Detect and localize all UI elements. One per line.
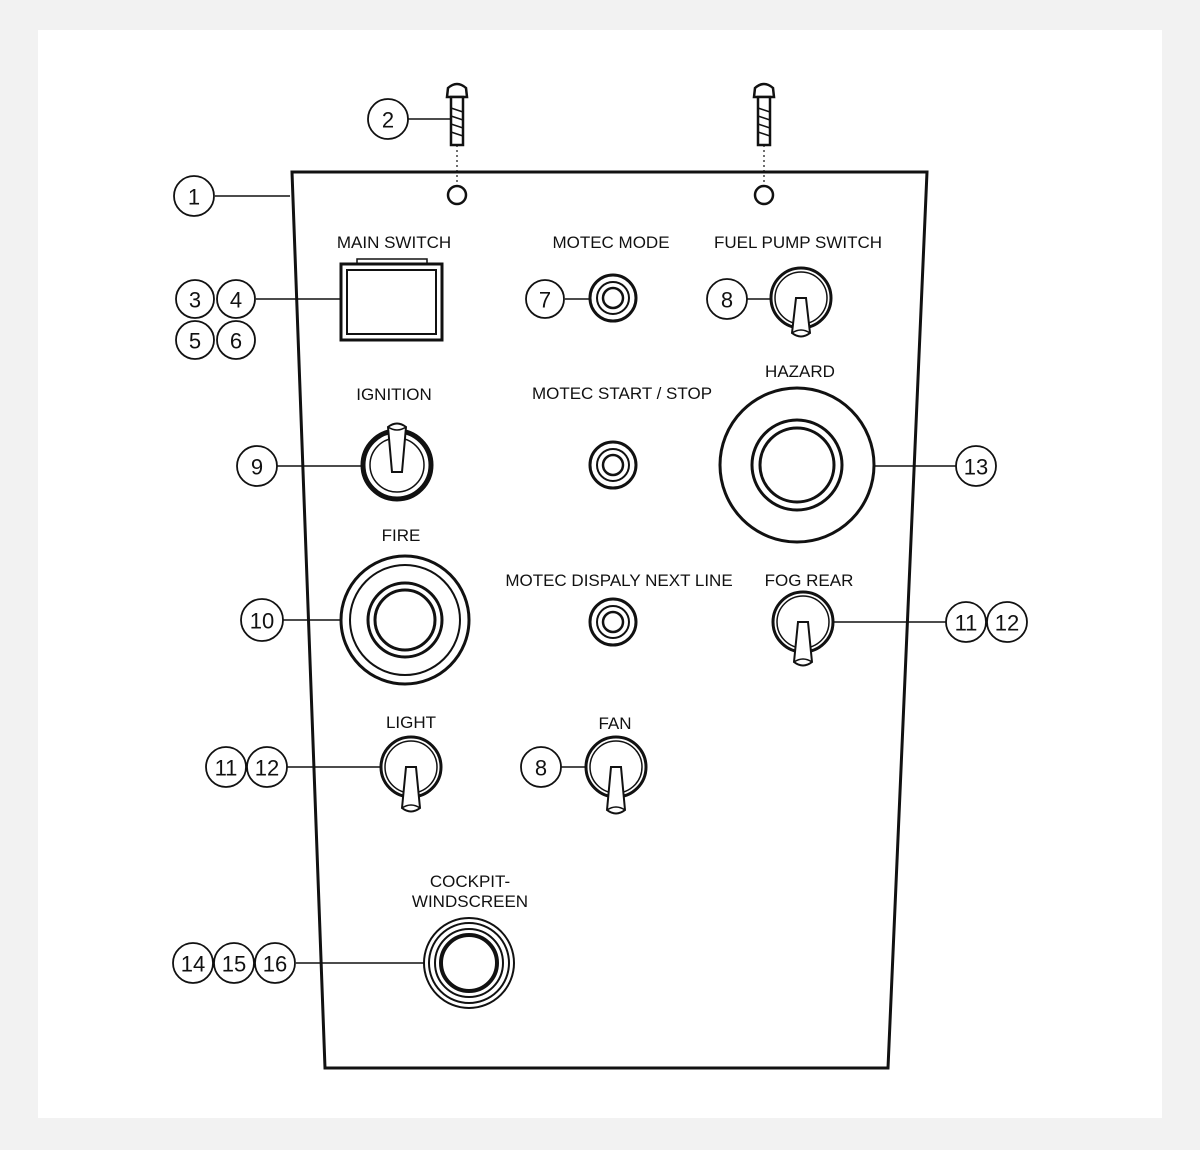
callout-bubbles	[172, 98, 1028, 984]
callout-5: 5	[189, 329, 201, 354]
panel-outline	[290, 170, 929, 1070]
cockpit-windscreen-button	[423, 917, 515, 1009]
motec-start-stop-button	[588, 440, 638, 490]
leader-lines	[215, 118, 956, 964]
callout-7: 7	[539, 288, 551, 313]
callout-8-fuel-pump: 8	[721, 288, 733, 313]
label-fog-rear: FOG REAR	[765, 571, 854, 590]
motec-display-next-line-button	[588, 597, 638, 647]
callout-4: 4	[230, 288, 242, 313]
callout-6: 6	[230, 329, 242, 354]
callout-2: 2	[382, 108, 394, 133]
callout-13: 13	[964, 455, 988, 480]
callout-11-fog-rear: 11	[955, 611, 978, 636]
screw-left	[445, 82, 469, 206]
label-main-switch: MAIN SWITCH	[337, 233, 451, 252]
callout-8-fan: 8	[535, 756, 547, 781]
callout-14: 14	[181, 952, 205, 977]
callout-9: 9	[251, 455, 263, 480]
callout-10: 10	[250, 609, 274, 634]
label-motec-start-stop: MOTEC START / STOP	[532, 384, 712, 403]
label-ignition: IGNITION	[356, 385, 432, 404]
label-cockpit-windscreen-line2: WINDSCREEN	[412, 892, 528, 911]
label-cockpit-windscreen-line1: COCKPIT-	[430, 872, 510, 891]
callout-11-light: 11	[215, 756, 238, 781]
fan-toggle-switch	[584, 735, 648, 815]
label-motec-display-next-line: MOTEC DISPALY NEXT LINE	[505, 571, 732, 590]
fuel-pump-toggle-switch	[769, 266, 833, 338]
hazard-button	[718, 386, 876, 544]
label-hazard: HAZARD	[765, 362, 835, 381]
label-fire: FIRE	[382, 526, 421, 545]
ignition-toggle-switch	[360, 422, 434, 502]
callout-3: 3	[189, 288, 201, 313]
label-fuel-pump-switch: FUEL PUMP SWITCH	[714, 233, 882, 252]
main-switch	[339, 258, 444, 342]
motec-mode-button	[588, 273, 638, 323]
label-fan: FAN	[598, 714, 631, 733]
fire-button	[339, 554, 471, 686]
fog-rear-toggle-switch	[771, 590, 835, 667]
label-motec-mode: MOTEC MODE	[552, 233, 669, 252]
callout-12-light: 12	[255, 756, 279, 781]
screw-right	[752, 82, 776, 206]
callout-1: 1	[188, 185, 200, 210]
label-light: LIGHT	[386, 713, 436, 732]
light-toggle-switch	[379, 735, 443, 813]
callout-12-fog-rear: 12	[995, 611, 1019, 636]
callout-16: 16	[263, 952, 287, 977]
diagram-sheet	[38, 30, 1162, 1118]
callout-15: 15	[222, 952, 246, 977]
